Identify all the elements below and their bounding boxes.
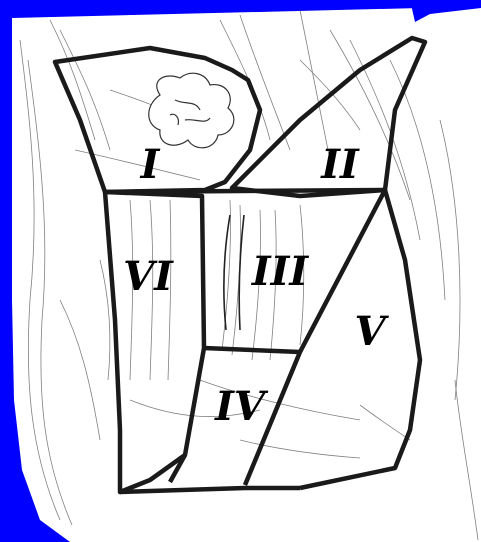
region-label-I: I <box>140 141 161 188</box>
region-label-II: II <box>320 141 360 188</box>
region-label-IV: IV <box>214 383 269 430</box>
region-label-VI: VI <box>123 253 174 300</box>
region-label-V: V <box>354 308 389 355</box>
region-label-III: III <box>251 248 309 295</box>
